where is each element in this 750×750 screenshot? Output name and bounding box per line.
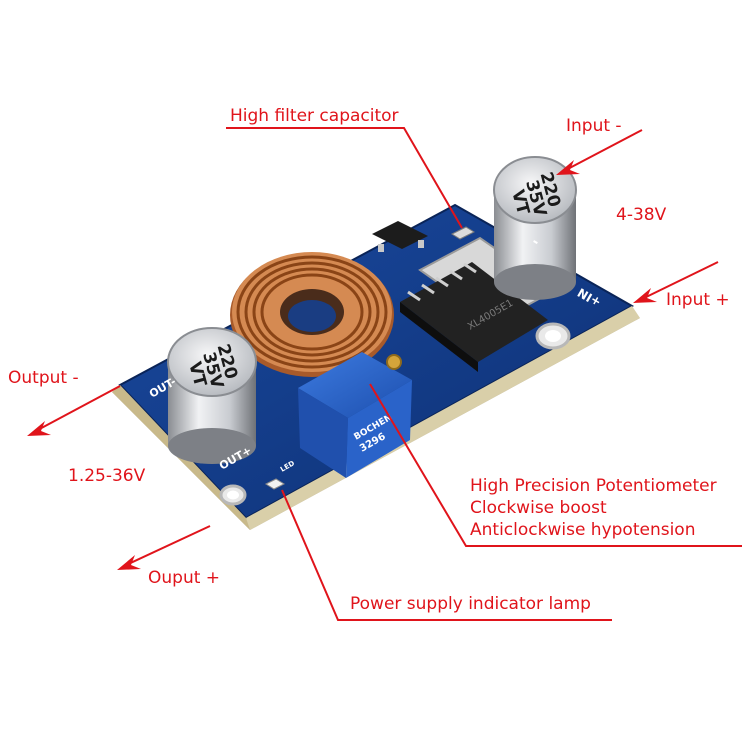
arrow-input-minus [561,129,643,173]
arrow-output-plus [123,525,211,567]
arrowhead-icon [556,160,580,175]
smd-filter-capacitor [450,226,476,240]
arrow-output-minus [33,385,121,433]
leader-line-indicator-lamp [281,489,612,621]
leader-line-filter-capacitor [226,127,463,229]
label-indicator-lamp: Power supply indicator lamp [350,594,591,614]
label-input-minus: Input - [566,116,622,136]
smd-transistor [372,221,428,252]
arrowhead-icon [27,421,51,436]
regulator-ic: XL4005E1 [400,236,557,372]
label-potentiometer-anticlockwise: Anticlockwise hypotension [470,520,696,540]
label-output-minus: Output - [8,368,79,388]
label-output-voltage: 1.25-36V [68,466,146,486]
leader-line-potentiometer [369,383,742,547]
label-input-plus: Input + [666,290,730,310]
label-input-voltage: 4-38V [616,205,667,225]
mounting-hole [535,322,571,350]
label-output-plus: Ouput + [148,568,221,588]
output-capacitor: 220 35V VT [167,327,257,464]
arrowhead-icon [633,288,657,303]
arrow-input-plus [639,261,719,301]
trim-screw-icon [386,354,402,370]
mounting-hole [219,484,247,506]
potentiometer: BOCHEN 3296 [298,352,412,478]
label-high-filter-capacitor: High filter capacitor [230,106,399,126]
toroidal-inductor [230,252,394,377]
input-capacitor: 220 35V VT [493,156,577,300]
label-potentiometer-title: High Precision Potentiometer [470,476,717,496]
arrowhead-icon [117,555,141,570]
label-potentiometer-clockwise: Clockwise boost [470,498,607,518]
